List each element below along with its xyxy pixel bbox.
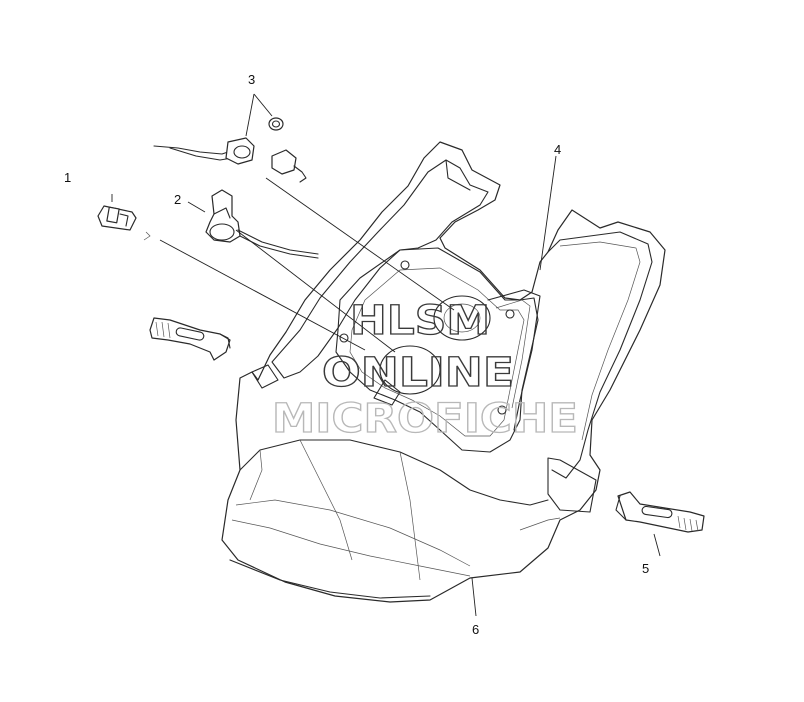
leader-2	[187, 201, 206, 213]
callout-2: 2	[174, 192, 181, 207]
watermark-line-2: ONLINE	[322, 350, 514, 396]
leader-3-to-panel	[265, 177, 455, 311]
watermark: HLSM ONLINE MICROFICHE	[271, 297, 578, 442]
callout-4: 4	[554, 142, 561, 157]
clip-fastener-part-5[interactable]	[615, 491, 705, 533]
callout-3: 3	[248, 72, 255, 87]
bracket-part-4[interactable]	[487, 289, 541, 431]
watermark-line-3: MICROFICHE	[272, 396, 578, 442]
callout-labels: 1 2 3 4 5 6	[64, 72, 649, 637]
bulb-assembly-part-3[interactable]	[153, 117, 307, 183]
callout-6: 6	[472, 622, 479, 637]
connector-part-1[interactable]	[97, 205, 151, 241]
leader-5	[653, 533, 661, 557]
leader-3b	[253, 93, 273, 117]
leader-3a	[245, 93, 255, 137]
leader-2-to-panel	[235, 229, 396, 353]
watermark-line-1: HLSM	[350, 298, 490, 344]
leader-6	[471, 577, 477, 617]
switch-part-2[interactable]	[205, 189, 319, 259]
clip-fastener-left[interactable]	[149, 317, 231, 361]
leader-lines	[111, 93, 661, 617]
leader-1-to-panel	[159, 239, 366, 351]
callout-1: 1	[64, 170, 71, 185]
front-panel-part-6[interactable]	[221, 141, 666, 603]
leader-4	[539, 155, 557, 271]
callout-5: 5	[642, 561, 649, 576]
